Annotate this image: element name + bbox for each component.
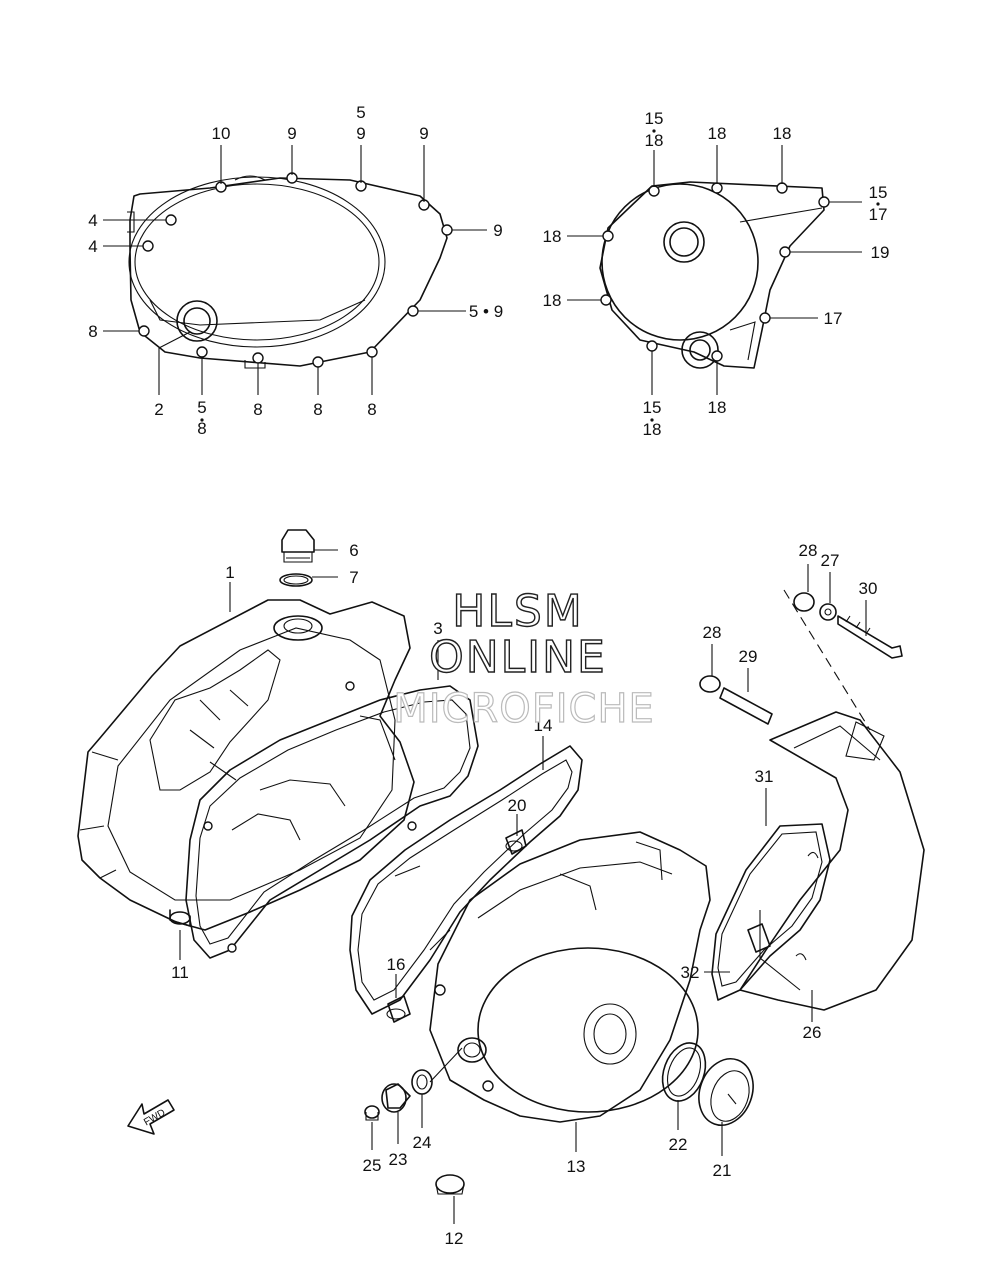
callout-18: 18 [543, 227, 562, 246]
watermark-line-1: HLSM [452, 586, 584, 637]
cap-21 [698, 1058, 754, 1126]
callout-8: 8 [313, 400, 322, 419]
clutch-cover-13 [429, 831, 711, 1123]
callout-26: 26 [803, 1023, 822, 1042]
callout-19: 19 [871, 243, 890, 262]
callout-8: 8 [367, 400, 376, 419]
callout-8: 8 [253, 400, 262, 419]
bolt-30-washers-27-28 [699, 592, 903, 725]
callout-17: 17 [824, 309, 843, 328]
callout-14: 14 [534, 716, 553, 735]
callout-17: 17 [869, 205, 888, 224]
watermark-line-2: ONLINE [429, 632, 607, 683]
callout-15: 15 [645, 109, 664, 128]
separator-dot [876, 202, 880, 206]
callout-24: 24 [413, 1133, 432, 1152]
callout-20: 20 [508, 796, 527, 815]
leader-lines-top-right [567, 145, 862, 395]
generator-cover-top-view [599, 181, 830, 369]
callout-1: 1 [225, 563, 234, 582]
callout-9: 9 [287, 124, 296, 143]
watermark-line-3: MICROFICHE [393, 686, 655, 732]
callout-3: 3 [433, 619, 442, 638]
callout-31: 31 [755, 767, 774, 786]
callout-15: 15 [643, 398, 662, 417]
callout-8: 8 [197, 419, 206, 438]
crankcase-cover-1 [77, 599, 415, 931]
leader-lines-top-left [103, 145, 487, 395]
callout-16: 16 [387, 955, 406, 974]
callout-28: 28 [703, 623, 722, 642]
separator-dot [650, 418, 654, 422]
separator-dot [200, 418, 204, 422]
callout-30: 30 [859, 579, 878, 598]
callout-18: 18 [543, 291, 562, 310]
callout-9: 9 [493, 221, 502, 240]
gasket-14 [349, 745, 583, 1015]
generator-cover-26 [739, 711, 925, 1011]
callout-18: 18 [643, 420, 662, 439]
callout-4: 4 [88, 237, 97, 256]
callout-6: 6 [349, 541, 358, 560]
callout-15: 15 [869, 183, 888, 202]
callout-5-9: 5 • 9 [469, 302, 503, 321]
callout-32: 32 [681, 963, 700, 982]
callout-10: 10 [212, 124, 231, 143]
callout-23: 23 [389, 1150, 408, 1169]
gasket-31 [711, 823, 831, 1001]
callout-2: 2 [154, 400, 163, 419]
oring-22 [661, 1042, 707, 1102]
callout-21: 21 [713, 1161, 732, 1180]
callout-25: 25 [363, 1156, 382, 1175]
watermark: HLSM ONLINE MICROFICHE [393, 585, 655, 732]
plugs-23-25 [364, 1069, 433, 1121]
separator-dot [652, 129, 656, 133]
callout-18: 18 [708, 124, 727, 143]
fwd-arrow: FWD [127, 1099, 175, 1135]
callout-labels: 10 9 5 9 9 4 4 8 9 5 • 9 2 5 8 8 8 8 15 … [88, 103, 889, 1248]
gasket-3 [185, 681, 479, 959]
fwd-label: FWD [142, 1107, 167, 1128]
callout-4: 4 [88, 211, 97, 230]
callout-7: 7 [349, 568, 358, 587]
oil-filler-cap-6 [279, 529, 315, 587]
callout-9: 9 [356, 124, 365, 143]
callout-12: 12 [445, 1229, 464, 1248]
callout-18: 18 [773, 124, 792, 143]
callout-18: 18 [645, 131, 664, 150]
callout-13: 13 [567, 1157, 586, 1176]
callout-5: 5 [356, 103, 365, 122]
callout-18: 18 [708, 398, 727, 417]
callout-27: 27 [821, 551, 840, 570]
callout-5: 5 [197, 398, 206, 417]
callout-8: 8 [88, 322, 97, 341]
callout-9: 9 [419, 124, 428, 143]
callout-29: 29 [739, 647, 758, 666]
callout-11: 11 [171, 963, 189, 982]
callout-22: 22 [669, 1135, 688, 1154]
leader-lines-bottom [179, 549, 871, 1224]
clutch-cover-top-view [127, 172, 453, 369]
plug-12 [435, 1174, 465, 1195]
callout-28: 28 [799, 541, 818, 560]
dowel-16 [386, 995, 411, 1023]
